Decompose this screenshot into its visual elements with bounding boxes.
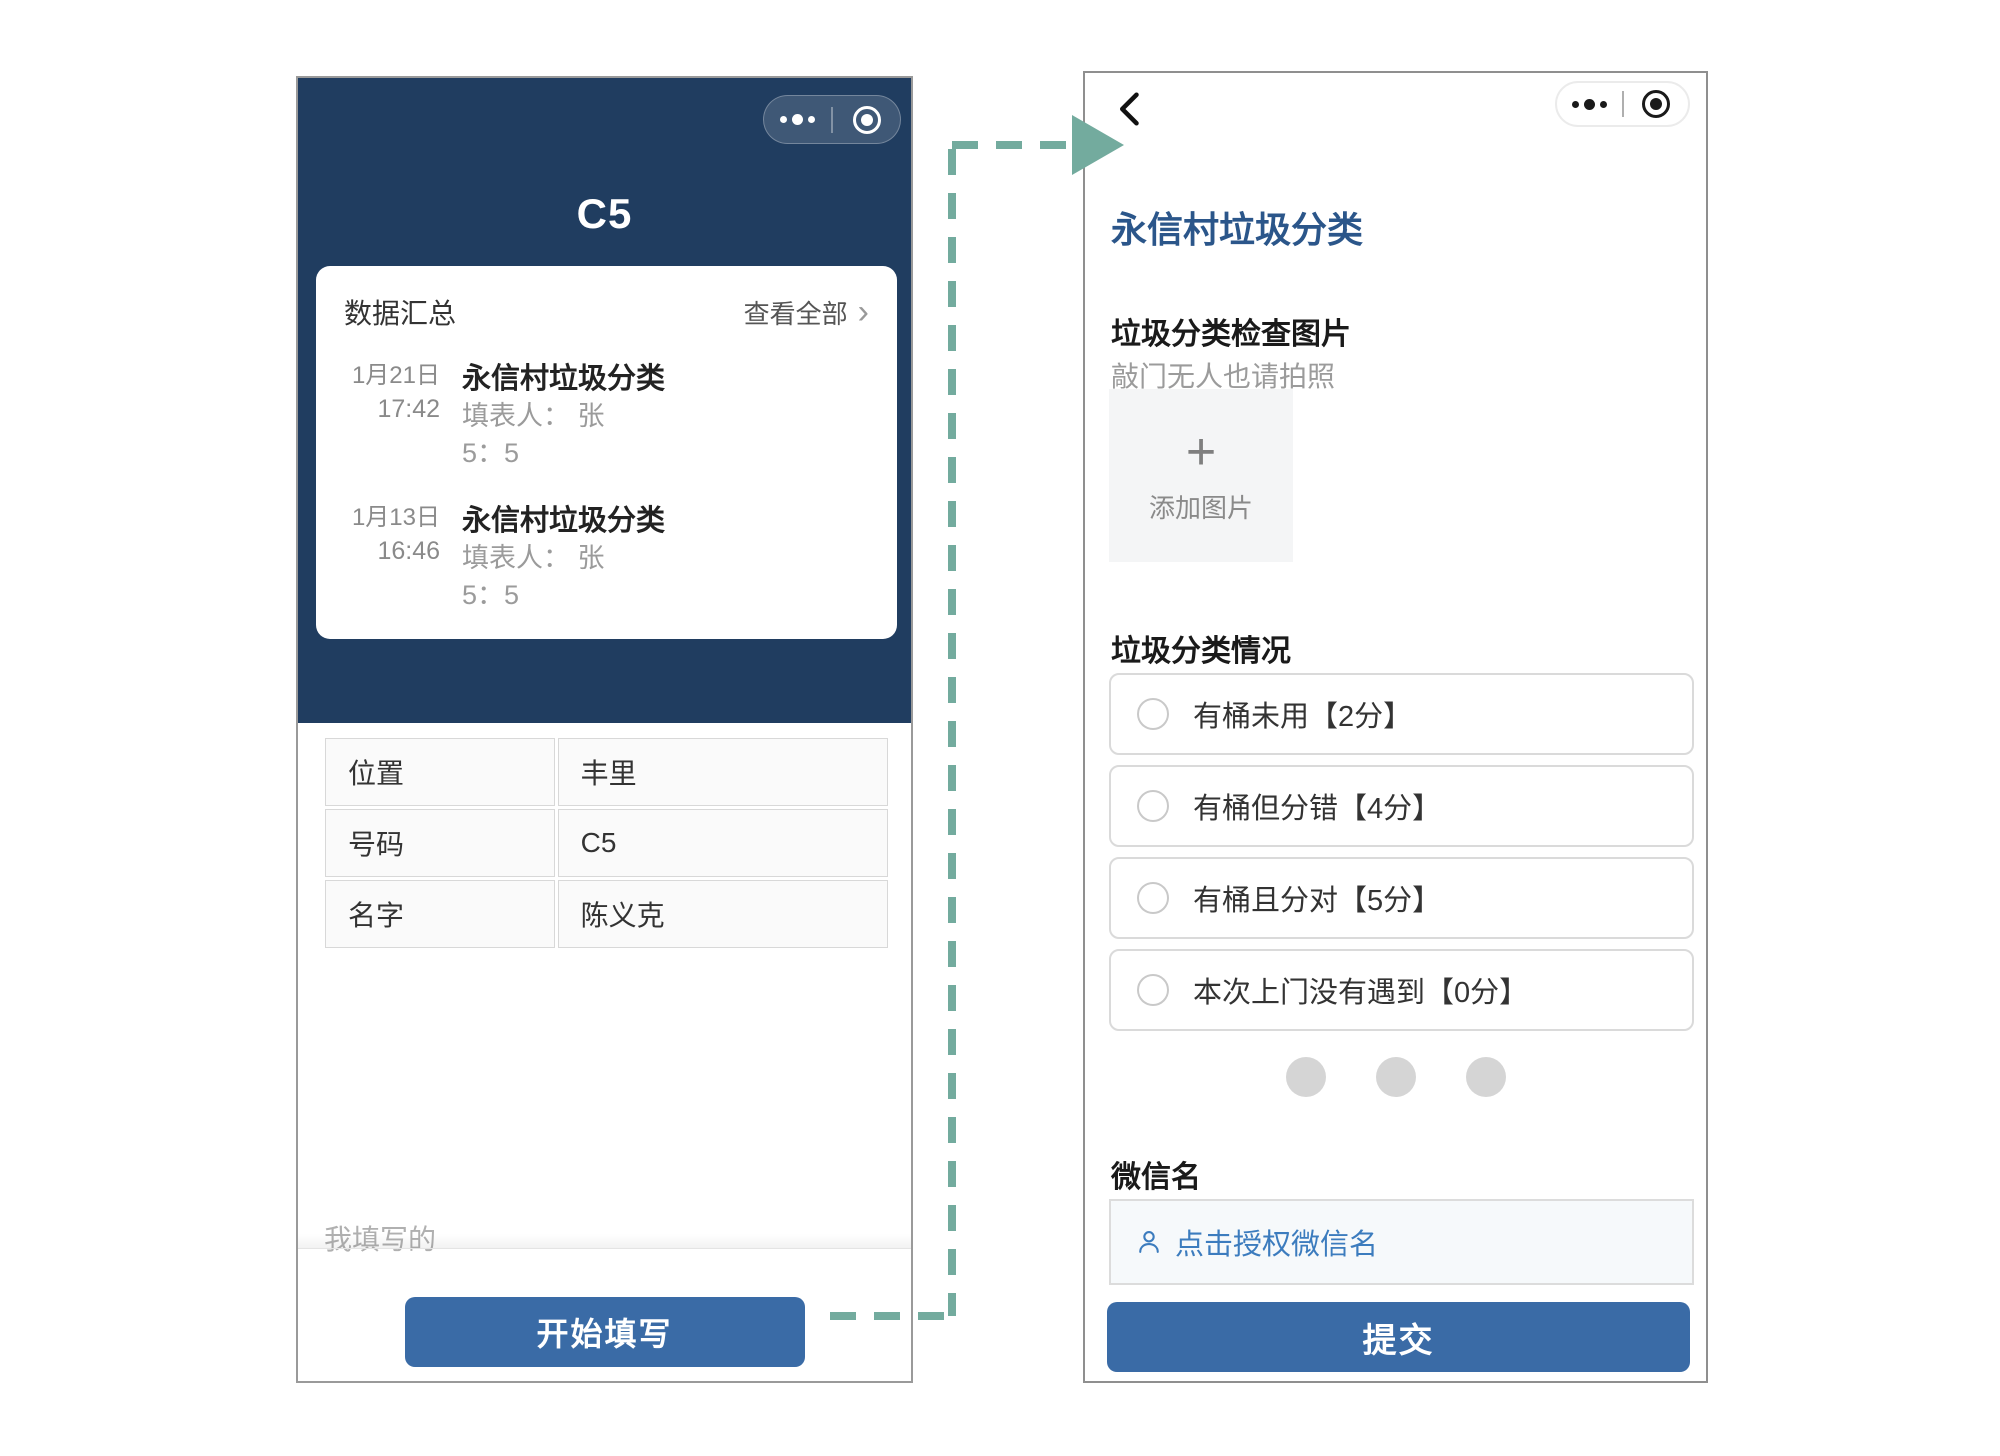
loading-dots	[1085, 1057, 1706, 1097]
minimize-button[interactable]	[1624, 83, 1689, 125]
info-table: 位置 丰里 号码 C5 名字 陈义克	[322, 735, 891, 951]
bottom-divider	[298, 1234, 911, 1249]
table-label: 名字	[325, 880, 555, 948]
table-value: 丰里	[557, 738, 888, 806]
person-icon	[1139, 1231, 1159, 1253]
dot-icon	[1375, 1057, 1416, 1097]
radio-icon[interactable]	[1137, 790, 1169, 822]
connector-dash-top	[952, 141, 1074, 149]
entry-score: 5：5	[462, 580, 520, 610]
dot-icon	[1465, 1057, 1506, 1097]
table-row: 名字 陈义克	[325, 880, 888, 948]
chevron-left-icon	[1120, 92, 1139, 126]
screen-right: 永信村垃圾分类 垃圾分类检查图片 敲门无人也请拍照 + 添加图片 垃圾分类情况 …	[1083, 71, 1708, 1383]
option-card[interactable]: 有桶但分错【4分】	[1109, 765, 1694, 847]
option-label: 有桶但分错【4分】	[1193, 793, 1442, 825]
entry-time: 17:42	[377, 395, 440, 423]
target-icon	[1641, 90, 1670, 118]
photo-section-hint: 敲门无人也请拍照	[1111, 361, 1336, 392]
chevron-right-icon: ›	[857, 293, 869, 331]
capsule-divider	[1621, 91, 1624, 117]
screen-left: C5 数据汇总 查看全部 › 1月21日 17:42 永信村垃圾分类	[296, 76, 913, 1383]
start-fill-button[interactable]: 开始填写	[404, 1297, 805, 1367]
table-value: C5	[557, 809, 888, 877]
miniprogram-capsule	[1555, 81, 1690, 127]
radio-icon[interactable]	[1137, 974, 1169, 1006]
entry-time: 16:46	[377, 537, 440, 565]
connector-dash-bottom	[830, 1312, 954, 1320]
option-label: 有桶且分对【5分】	[1193, 885, 1442, 917]
form-title: 永信村垃圾分类	[1111, 209, 1364, 250]
table-row: 位置 丰里	[325, 738, 888, 806]
target-icon	[852, 105, 881, 134]
radio-icon[interactable]	[1137, 698, 1169, 730]
list-item[interactable]: 1月21日 17:42 永信村垃圾分类 填表人： 张 5：5	[344, 360, 869, 472]
entry-date: 1月13日	[351, 504, 440, 531]
option-card[interactable]: 有桶未用【2分】	[1109, 673, 1694, 755]
more-icon	[1571, 98, 1607, 110]
connector-dash-vertical	[948, 149, 956, 1316]
more-button[interactable]	[1557, 83, 1622, 125]
entry-score: 5：5	[462, 438, 520, 468]
plus-icon: +	[1185, 423, 1217, 481]
view-all-link[interactable]: 查看全部 ›	[744, 294, 869, 331]
more-icon	[780, 114, 815, 125]
page-title: C5	[576, 190, 633, 237]
entry-date: 1月21日	[351, 362, 440, 389]
miniprogram-capsule	[763, 95, 901, 144]
option-card[interactable]: 有桶且分对【5分】	[1109, 857, 1694, 939]
capsule-divider	[831, 106, 833, 133]
entry-author: 填表人： 张	[462, 401, 605, 431]
entry-title: 永信村垃圾分类	[462, 363, 666, 395]
option-card[interactable]: 本次上门没有遇到【0分】	[1109, 949, 1694, 1031]
wechat-auth-button[interactable]: 点击授权微信名	[1109, 1199, 1694, 1285]
score-section-title: 垃圾分类情况	[1111, 635, 1291, 668]
add-image-button[interactable]: + 添加图片	[1109, 389, 1293, 562]
option-label: 本次上门没有遇到【0分】	[1193, 977, 1529, 1009]
table-label: 号码	[325, 809, 555, 877]
more-button[interactable]	[764, 96, 831, 143]
submit-button[interactable]: 提交	[1107, 1302, 1690, 1372]
my-filled-label: 我填写的	[324, 1218, 436, 1258]
entry-title: 永信村垃圾分类	[462, 505, 666, 537]
list-item[interactable]: 1月13日 16:46 永信村垃圾分类 填表人： 张 5：5	[344, 502, 869, 614]
entry-author: 填表人： 张	[462, 543, 605, 573]
back-button[interactable]	[1107, 85, 1151, 133]
minimize-button[interactable]	[833, 96, 900, 143]
add-image-label: 添加图片	[1148, 493, 1253, 523]
summary-card: 数据汇总 查看全部 › 1月21日 17:42 永信村垃圾分类 填表人： 张 5…	[316, 266, 897, 639]
arrow-right-icon	[1072, 115, 1124, 175]
table-label: 位置	[325, 738, 555, 806]
dot-icon	[1285, 1057, 1326, 1097]
view-all-label: 查看全部	[743, 298, 848, 329]
wechat-section-title: 微信名	[1111, 1161, 1201, 1194]
left-header: C5 数据汇总 查看全部 › 1月21日 17:42 永信村垃圾分类	[298, 78, 911, 723]
option-label: 有桶未用【2分】	[1193, 701, 1413, 733]
wechat-auth-label: 点击授权微信名	[1175, 1229, 1379, 1261]
summary-card-title: 数据汇总	[344, 298, 457, 329]
radio-icon[interactable]	[1137, 882, 1169, 914]
table-value: 陈义克	[557, 880, 888, 948]
photo-section-title: 垃圾分类检查图片	[1111, 318, 1351, 351]
table-row: 号码 C5	[325, 809, 888, 877]
